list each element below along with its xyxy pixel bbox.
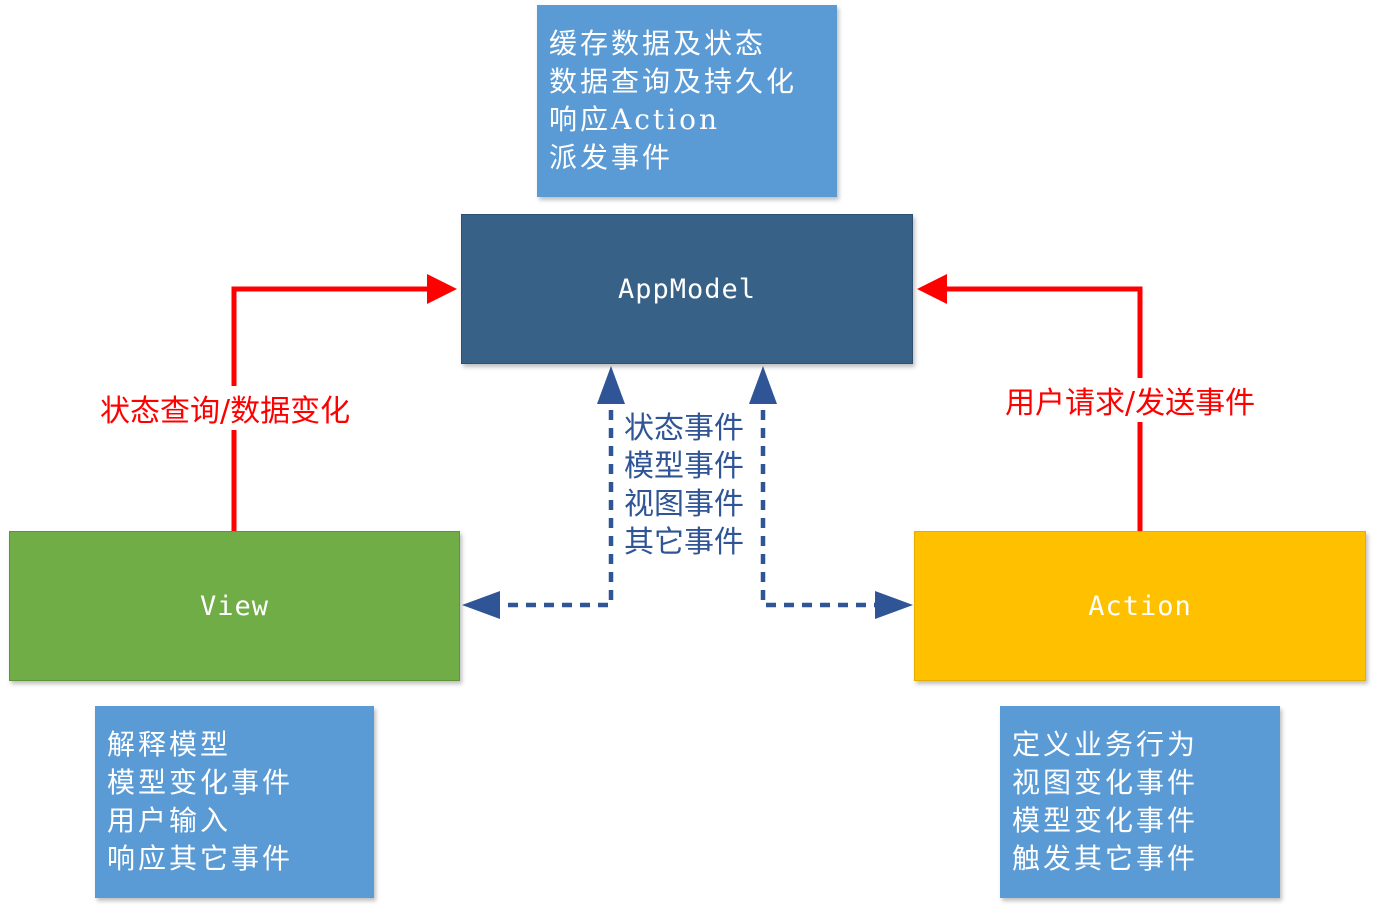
view-label: View (199, 590, 270, 622)
action-responsibilities-note: 定义业务行为 视图变化事件 模型变化事件 触发其它事件 (1000, 706, 1280, 898)
note-line: 数据查询及持久化 (549, 65, 798, 98)
action-node: Action (914, 531, 1366, 681)
appmodel-responsibilities-note: 缓存数据及状态 数据查询及持久化 响应Action 派发事件 (537, 5, 837, 197)
note-line: 用户输入 (107, 804, 232, 837)
note-line: 解释模型 (107, 728, 232, 761)
view-to-model-label: 状态查询/数据变化 (100, 386, 351, 430)
event-type: 其它事件 (624, 525, 744, 560)
event-type: 视图事件 (624, 487, 744, 522)
model-action-dashed-line (760, 392, 886, 608)
view-responsibilities-note: 解释模型 模型变化事件 用户输入 响应其它事件 (95, 706, 374, 898)
appmodel-label: AppModel (617, 273, 757, 305)
note-line: 缓存数据及状态 (549, 27, 767, 60)
model-up-arrowhead-left (597, 366, 625, 404)
view-node: View (9, 531, 460, 681)
appmodel-node: AppModel (461, 214, 913, 364)
note-line: 模型变化事件 (1012, 804, 1199, 837)
note-line: 响应其它事件 (107, 842, 294, 875)
note-line: 触发其它事件 (1012, 842, 1199, 875)
view-arrowhead (462, 591, 500, 619)
event-type: 状态事件 (624, 411, 744, 446)
model-up-arrowhead-right (749, 366, 777, 404)
view-to-model-arrow (231, 274, 457, 531)
note-line: 定义业务行为 (1012, 728, 1199, 761)
note-line: 响应Action (549, 103, 721, 136)
note-line: 模型变化事件 (107, 766, 294, 799)
action-to-model-arrow (917, 274, 1143, 531)
action-label: Action (1088, 590, 1192, 622)
action-to-model-label: 用户请求/发送事件 (1005, 378, 1256, 422)
model-view-dashed-line (490, 392, 614, 608)
note-line: 视图变化事件 (1012, 766, 1199, 799)
event-types-label: 状态事件 模型事件 视图事件 其它事件 (624, 410, 744, 562)
event-type: 模型事件 (624, 449, 744, 484)
note-line: 派发事件 (549, 141, 674, 174)
action-arrowhead (875, 591, 913, 619)
